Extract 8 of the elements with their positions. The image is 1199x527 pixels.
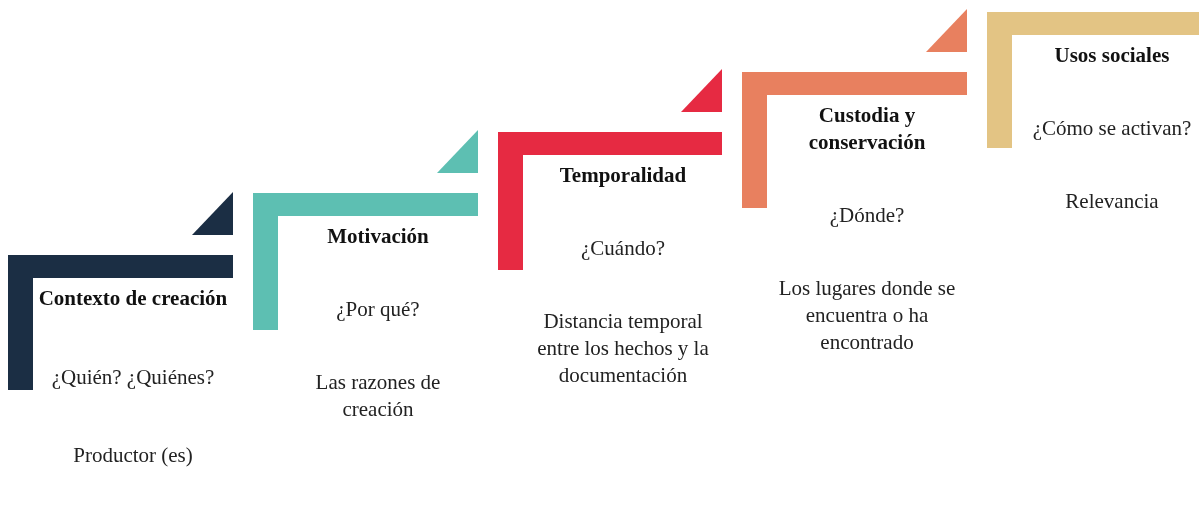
description-text: Los lugares donde se encuentra o ha encontrado	[777, 275, 957, 356]
description-text: Las razones de creación	[314, 369, 442, 423]
description-text: Distancia temporal entre los hechos y la documentación	[536, 308, 710, 389]
description-text: Productor (es)	[72, 442, 194, 469]
question-text: ¿Cómo se activan?	[1031, 115, 1193, 142]
step-heading: Usos sociales	[1053, 42, 1171, 69]
question-text: ¿Dónde?	[828, 202, 906, 229]
description-text: Relevancia	[1064, 188, 1160, 215]
